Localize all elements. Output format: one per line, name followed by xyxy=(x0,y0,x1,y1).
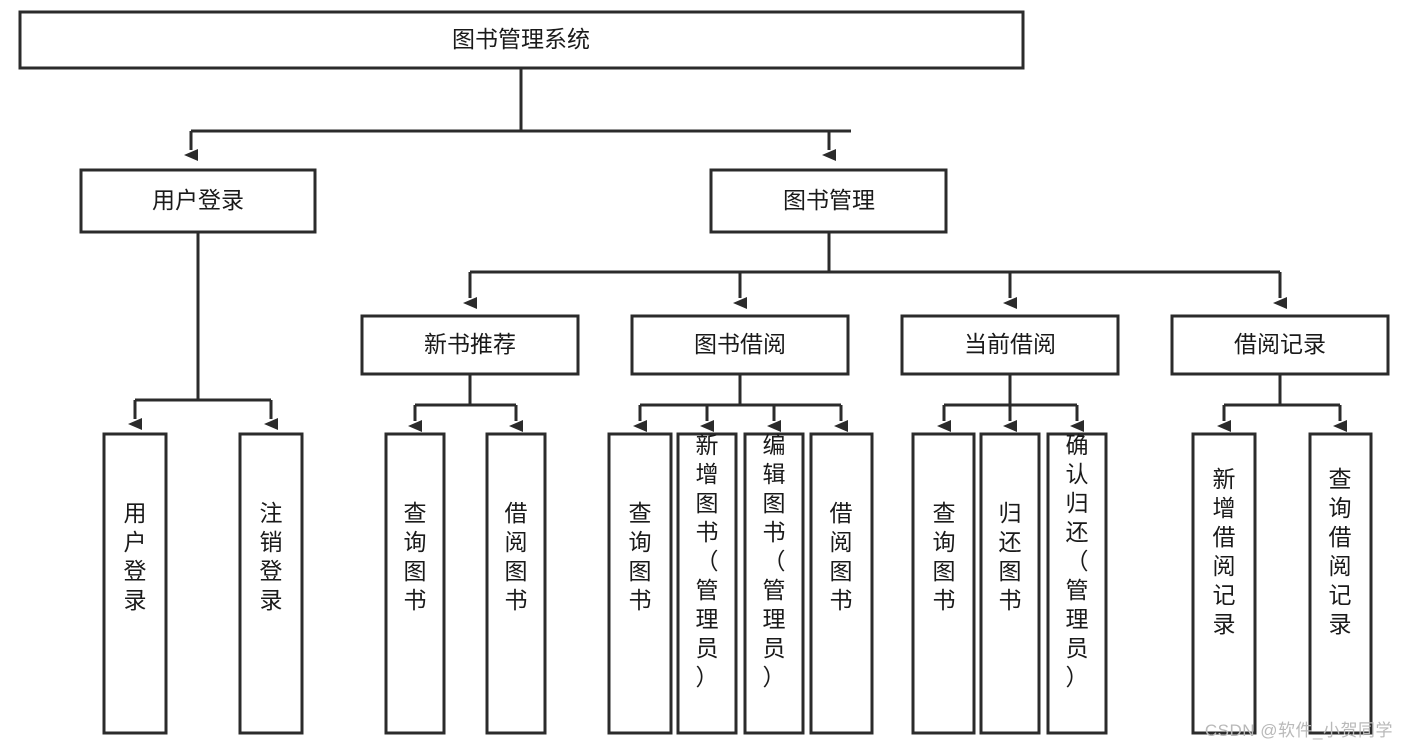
leaf-current-borrow-2[interactable]: 归还图书 xyxy=(979,432,1041,735)
leaf-user-login-1-label: 用户登录 xyxy=(124,500,147,613)
connector-root-to-level2 xyxy=(184,68,851,161)
node-new-book-recommend-label: 新书推荐 xyxy=(424,331,516,357)
leaf-user-login-2[interactable]: 注销登录 xyxy=(238,432,304,735)
node-root-label: 图书管理系统 xyxy=(452,26,590,52)
leaf-current-borrow-3-label: 确认归还（管理员） xyxy=(1066,432,1089,690)
node-borrow-record-label: 借阅记录 xyxy=(1234,331,1326,357)
leaf-current-borrow-3[interactable]: 确认归还（管理员） xyxy=(1046,432,1108,735)
leaf-borrow-record-2[interactable]: 查询借阅记录 xyxy=(1308,432,1373,735)
leaf-borrow-record-1[interactable]: 新增借阅记录 xyxy=(1191,432,1257,735)
node-user-login[interactable]: 用户登录 xyxy=(79,168,317,234)
leaf-book-borrow-2-label: 新增图书（管理员） xyxy=(696,432,719,690)
leaf-new-book-1[interactable]: 查询图书 xyxy=(384,432,446,735)
leaf-book-borrow-4[interactable]: 借阅图书 xyxy=(809,432,874,735)
node-user-login-label: 用户登录 xyxy=(152,187,244,213)
node-current-borrow-label: 当前借阅 xyxy=(964,331,1056,357)
node-root[interactable]: 图书管理系统 xyxy=(18,10,1025,70)
connector-bookmgmt-to-level3 xyxy=(463,232,1287,309)
leaf-new-book-2[interactable]: 借阅图书 xyxy=(485,432,547,735)
leaf-new-book-2-label: 借阅图书 xyxy=(505,500,528,613)
leaf-book-borrow-1[interactable]: 查询图书 xyxy=(607,432,673,735)
leaf-book-borrow-1-label: 查询图书 xyxy=(629,500,652,613)
node-new-book-recommend[interactable]: 新书推荐 xyxy=(360,314,580,376)
node-current-borrow[interactable]: 当前借阅 xyxy=(900,314,1120,376)
leaf-book-borrow-4-label: 借阅图书 xyxy=(830,500,853,613)
node-book-management-label: 图书管理 xyxy=(783,187,875,213)
leaf-user-login-1[interactable]: 用户登录 xyxy=(102,432,168,735)
leaf-current-borrow-1[interactable]: 查询图书 xyxy=(911,432,976,735)
leaf-borrow-record-2-label: 查询借阅记录 xyxy=(1329,466,1352,637)
leaf-book-borrow-3[interactable]: 编辑图书（管理员） xyxy=(743,432,805,735)
leaf-book-borrow-2[interactable]: 新增图书（管理员） xyxy=(676,432,738,735)
leaf-current-borrow-2-label: 归还图书 xyxy=(999,500,1022,613)
leaf-borrow-record-1-label: 新增借阅记录 xyxy=(1213,466,1236,637)
connector-userlogin-to-leaves xyxy=(128,232,278,430)
connector-currentborrow-to-leaves xyxy=(937,374,1084,432)
connector-newbook-to-leaves xyxy=(408,374,523,432)
node-book-management[interactable]: 图书管理 xyxy=(709,168,948,234)
node-book-borrow[interactable]: 图书借阅 xyxy=(630,314,850,376)
node-book-borrow-label: 图书借阅 xyxy=(694,331,786,357)
connector-bookborrow-to-leaves xyxy=(633,374,848,432)
leaf-user-login-2-label: 注销登录 xyxy=(260,500,283,613)
node-borrow-record[interactable]: 借阅记录 xyxy=(1170,314,1390,376)
connector-borrowrecord-to-leaves xyxy=(1217,374,1347,432)
leaf-book-borrow-3-label: 编辑图书（管理员） xyxy=(763,432,786,690)
leaf-new-book-1-label: 查询图书 xyxy=(404,500,427,613)
leaf-current-borrow-1-label: 查询图书 xyxy=(933,500,956,613)
